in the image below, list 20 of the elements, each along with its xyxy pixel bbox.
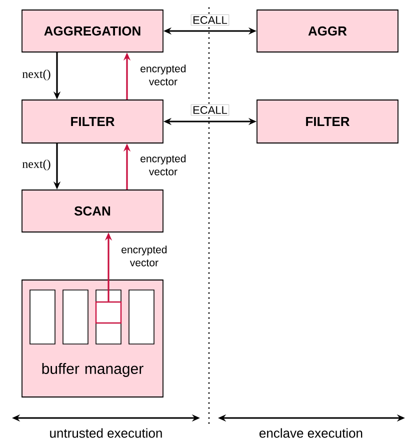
edge-label: encrypted vector — [140, 64, 186, 86]
operator-box: FILTER — [256, 100, 398, 144]
operator-box: AGGR — [256, 10, 398, 52]
buffer-slot — [62, 290, 88, 344]
buffer-slot — [96, 290, 122, 344]
operator-box: AGGREGATION — [22, 10, 164, 52]
vector-marker — [95, 301, 122, 324]
box-label: buffer manager — [42, 363, 144, 377]
buffer-slot — [128, 290, 154, 344]
edge-label: encrypted vector — [140, 154, 186, 176]
buffer-slot — [30, 290, 56, 344]
operator-box: FILTER — [22, 100, 164, 144]
edge-label: ECALL — [190, 104, 230, 116]
region-label: untrusted execution — [50, 428, 162, 438]
edge-label: ECALL — [190, 14, 230, 26]
region-label: enclave execution — [260, 428, 362, 438]
edge-label: next() — [22, 160, 50, 170]
operator-box: SCAN — [22, 190, 164, 232]
edge-label: next() — [22, 70, 50, 80]
edge-label: encrypted vector — [122, 246, 167, 266]
